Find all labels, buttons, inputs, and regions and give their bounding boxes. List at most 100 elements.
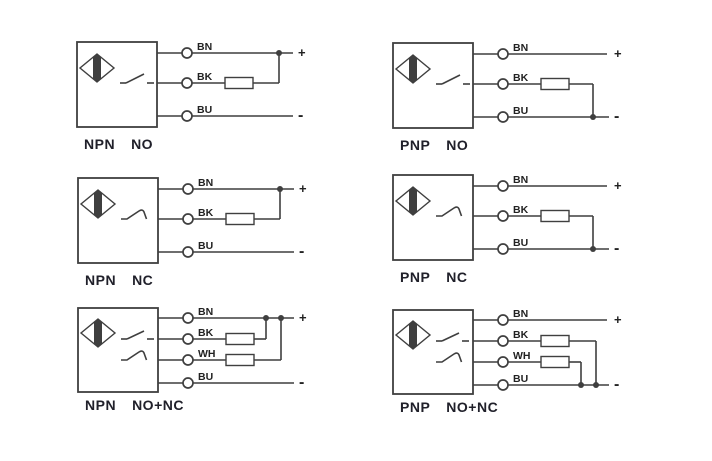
proximity-sensor-icon: [78, 53, 116, 83]
resistor: [224, 76, 254, 90]
wire-label-bk: BK: [513, 72, 529, 84]
wire-label-bk: BK: [513, 204, 529, 216]
no-contact-icon: [436, 332, 469, 342]
resistor: [225, 212, 255, 226]
wire-label-bu: BU: [513, 373, 528, 385]
wire-label-bk: BK: [513, 329, 529, 341]
terminal-circle-bn: [497, 48, 509, 60]
wire-label-bu: BU: [197, 104, 212, 116]
no-contact-icon: [436, 74, 470, 85]
wire-label-bn: BN: [198, 306, 213, 318]
wiring-schematic-pnp-no: BN BK BU + -: [392, 42, 622, 129]
resistor-bk: [540, 334, 570, 348]
resistor: [540, 77, 570, 91]
wire-lines: [157, 52, 293, 117]
proximity-sensor-icon: [79, 318, 117, 348]
contact-mode-label: NO+NC: [446, 399, 499, 415]
terminal-circle-bk: [497, 335, 509, 347]
wire-label-bn: BN: [513, 42, 528, 54]
wire-label-bn: BN: [513, 174, 528, 186]
sensor-box: [77, 307, 159, 393]
diagram-caption: PNP NC: [400, 269, 468, 285]
wiring-schematic-npn-nc: BN BK BU + -: [77, 177, 307, 264]
wire-label-bu: BU: [198, 240, 213, 252]
output-type-label: NPN: [85, 272, 117, 288]
sensor-box: [392, 174, 474, 261]
terminal-circle-bk: [182, 333, 194, 345]
terminal-circle-bk: [497, 210, 509, 222]
nc-contact-icon: [121, 350, 148, 361]
terminal-circle-bk: [497, 78, 509, 90]
wire-lines: [473, 319, 609, 386]
wire-label-bk: BK: [198, 327, 214, 339]
junction-dot: [277, 186, 283, 192]
plus-terminal-label: +: [614, 178, 622, 193]
wire-label-bu: BU: [513, 237, 528, 249]
minus-terminal-label: -: [614, 108, 619, 125]
sensor-box: [77, 177, 159, 264]
output-type-label: NPN: [84, 136, 116, 152]
nc-contact-icon: [436, 206, 463, 217]
minus-terminal-label: -: [614, 376, 619, 393]
resistor-wh: [540, 355, 570, 369]
resistor-wh: [225, 353, 255, 367]
plus-terminal-label: +: [614, 46, 622, 61]
plus-terminal-label: +: [298, 45, 306, 60]
junction-dot: [593, 382, 599, 388]
proximity-sensor-icon: [394, 186, 432, 216]
wire-label-bu: BU: [513, 105, 528, 117]
wire-label-bk: BK: [197, 71, 213, 83]
proximity-sensor-icon: [394, 54, 432, 84]
terminal-circle-bk: [181, 77, 193, 89]
contact-mode-label: NC: [446, 269, 468, 285]
wire-label-bn: BN: [513, 308, 528, 320]
terminal-circle-bu: [497, 111, 509, 123]
terminal-circle-wh: [497, 356, 509, 368]
contact-mode-label: NC: [132, 272, 154, 288]
wire-lines: [158, 317, 294, 384]
output-type-label: PNP: [400, 269, 431, 285]
output-type-label: PNP: [400, 399, 431, 415]
plus-terminal-label: +: [299, 181, 307, 196]
nc-contact-icon: [436, 352, 463, 363]
diagram-pnp-nc: BN BK BU + - PNP NC: [387, 169, 637, 285]
terminal-circle-bu: [497, 243, 509, 255]
wire-label-bn: BN: [198, 177, 213, 189]
terminal-circle-bn: [497, 180, 509, 192]
sensor-box: [392, 42, 474, 129]
no-contact-icon: [121, 330, 154, 340]
plus-terminal-label: +: [614, 312, 622, 327]
wire-label-bu: BU: [198, 371, 213, 383]
diagram-pnp-no-nc: BN BK WH BU + - PNP NO+NC: [387, 304, 637, 415]
no-contact-icon: [120, 73, 154, 84]
junction-dot: [263, 315, 269, 321]
terminal-circle-bn: [182, 312, 194, 324]
terminal-circle-bn: [181, 47, 193, 59]
junction-dot: [590, 246, 596, 252]
junction-dot: [278, 315, 284, 321]
minus-terminal-label: -: [299, 243, 304, 260]
proximity-sensor-icon: [394, 320, 432, 350]
diagram-npn-nc: BN BK BU + - NPN NC: [72, 172, 322, 288]
wiring-schematic-npn-no-nc: BN BK WH BU + -: [77, 306, 307, 393]
terminal-circle-bn: [497, 314, 509, 326]
junction-dot: [590, 114, 596, 120]
contact-mode-label: NO: [446, 137, 469, 153]
output-type-label: NPN: [85, 397, 117, 413]
wire-label-bk: BK: [198, 207, 214, 219]
terminal-circle-bu: [182, 246, 194, 258]
minus-terminal-label: -: [298, 107, 303, 124]
terminal-circle-bn: [182, 183, 194, 195]
minus-terminal-label: -: [614, 240, 619, 257]
wiring-schematic-pnp-no-nc: BN BK WH BU + -: [392, 308, 622, 395]
diagram-caption: PNP NO+NC: [400, 399, 498, 415]
terminal-circle-bu: [497, 379, 509, 391]
sensor-box: [76, 41, 158, 128]
junction-dot: [276, 50, 282, 56]
